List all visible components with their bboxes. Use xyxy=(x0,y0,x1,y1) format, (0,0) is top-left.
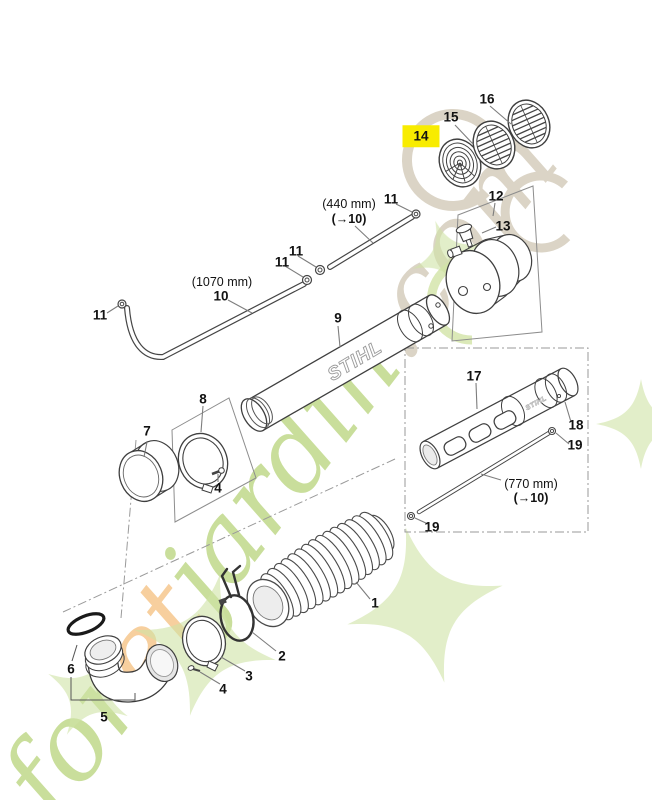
callout-11-c[interactable]: 11 xyxy=(274,254,290,270)
measurement-ref-10-b: (→10) xyxy=(513,490,549,505)
callout-14-highlighted[interactable]: 14 xyxy=(402,125,440,147)
callout-7[interactable]: 7 xyxy=(143,423,151,439)
callout-13[interactable]: 13 xyxy=(495,218,511,234)
callout-9[interactable]: 9 xyxy=(334,310,342,326)
callout-15[interactable]: 15 xyxy=(443,109,459,125)
part-15-grille xyxy=(472,120,516,170)
callout-17[interactable]: 17 xyxy=(466,368,482,384)
part-9-blower-tube: STIHL xyxy=(240,294,451,432)
callout-6[interactable]: 6 xyxy=(67,661,75,677)
part-5-elbow xyxy=(84,635,179,703)
part-770-rod xyxy=(406,426,557,521)
measurement-ref-10-a: (→10) xyxy=(331,211,367,226)
part-3-clamp xyxy=(181,615,227,673)
callout-1[interactable]: 1 xyxy=(371,595,379,611)
callout-11-a[interactable]: 11 xyxy=(383,191,399,207)
part-8-group-box xyxy=(171,397,257,523)
measurement-1070mm: (1070 mm) xyxy=(191,274,253,289)
callout-18[interactable]: 18 xyxy=(568,417,584,433)
callout-2[interactable]: 2 xyxy=(278,648,286,664)
callout-19-a[interactable]: 19 xyxy=(567,437,583,453)
label-brackets xyxy=(70,644,136,701)
part-1-bellows-hose xyxy=(246,511,395,628)
part-8-clamp xyxy=(177,432,229,494)
part-17-group-box xyxy=(404,347,589,533)
part-6-o-ring xyxy=(66,612,106,636)
part-17-nozzle: STIHL xyxy=(419,367,579,470)
part-10-short-tube xyxy=(301,209,421,286)
callout-11-b[interactable]: 11 xyxy=(288,243,304,259)
callout-11-d[interactable]: 11 xyxy=(92,307,108,323)
measurement-770mm: (770 mm) xyxy=(504,476,558,491)
callout-8[interactable]: 8 xyxy=(199,391,207,407)
leader-lines xyxy=(106,105,572,685)
part-13-valve xyxy=(447,223,474,259)
part-10-long-tube xyxy=(117,281,307,361)
callout-4-b[interactable]: 4 xyxy=(219,681,227,697)
part-16-grille xyxy=(507,99,551,149)
callout-10[interactable]: 10 xyxy=(213,288,229,304)
callout-16[interactable]: 16 xyxy=(479,91,495,107)
part-12-housing xyxy=(445,233,533,315)
callout-5[interactable]: 5 xyxy=(100,709,108,725)
part-2-wire-clamp xyxy=(218,564,255,642)
callout-4-a[interactable]: 4 xyxy=(214,480,222,496)
callout-19-b[interactable]: 19 xyxy=(424,519,440,535)
part-7-collar xyxy=(118,440,180,503)
measurement-440mm: (440 mm) xyxy=(322,196,376,211)
callout-3[interactable]: 3 xyxy=(245,668,253,684)
part-14-grille xyxy=(438,138,482,188)
callout-12[interactable]: 12 xyxy=(488,188,504,204)
